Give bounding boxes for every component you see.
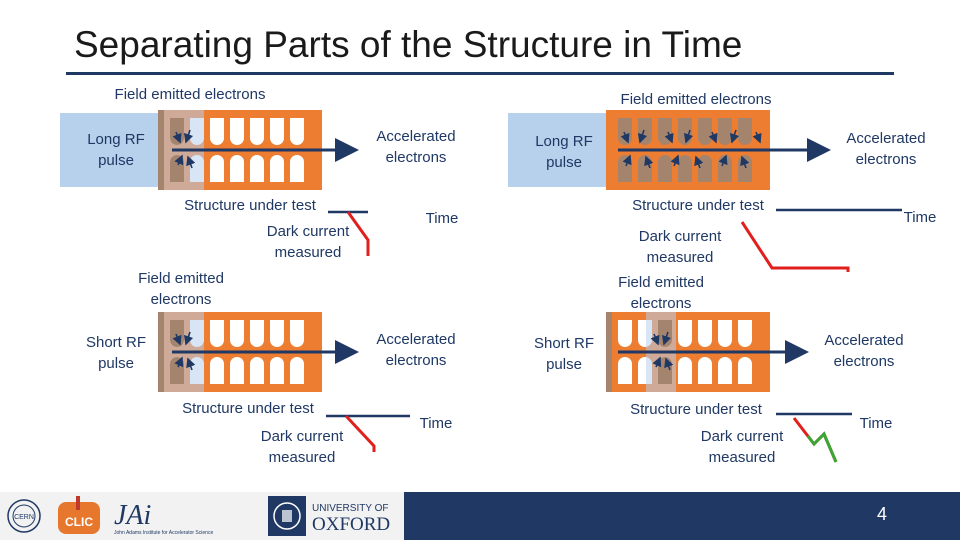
dark-current-trace bbox=[346, 211, 370, 256]
structure-under-test-label: Structure under test bbox=[630, 401, 762, 418]
clic-logo-text: CLIC bbox=[65, 515, 93, 529]
oxford-logo: UNIVERSITY OF OXFORD bbox=[268, 496, 390, 536]
accelerated-electrons-label: Accelerated electrons bbox=[376, 128, 456, 166]
dark-current-trace bbox=[792, 417, 838, 463]
cern-logo: CERN bbox=[7, 499, 41, 533]
cern-logo-text: CERN bbox=[14, 514, 34, 521]
clic-logo: CLIC bbox=[58, 496, 100, 534]
dark-current-trace bbox=[740, 221, 850, 272]
emission-arrows bbox=[172, 129, 196, 169]
rf-pulse-box bbox=[60, 113, 160, 187]
oxford-logo-line1: UNIVERSITY OF bbox=[312, 503, 389, 514]
dark-current-trace bbox=[344, 414, 376, 452]
jai-logo-subtext: John Adams Institute for Accelerator Sci… bbox=[114, 530, 213, 536]
rf-pulse-label: Long RF pulse bbox=[535, 133, 593, 171]
field-emitted-label: Field emitted electrons bbox=[114, 86, 266, 103]
dark-current-label: Dark current measured bbox=[266, 223, 350, 261]
dark-current-label: Dark current measured bbox=[700, 428, 784, 466]
oxford-logo-line2: OXFORD bbox=[312, 514, 390, 535]
structure-under-test-label: Structure under test bbox=[182, 400, 314, 417]
rf-pulse-box bbox=[508, 113, 608, 187]
time-label: Time bbox=[859, 415, 893, 432]
field-emitted-label: Field emitted electrons bbox=[138, 270, 224, 308]
page-title: Separating Parts of the Structure in Tim… bbox=[74, 24, 743, 65]
field-emitted-label: Field emitted electrons bbox=[620, 91, 772, 108]
dark-current-label: Dark current measured bbox=[260, 428, 344, 466]
emission-arrows bbox=[620, 129, 762, 169]
rf-pulse-label: Short RF pulse bbox=[533, 335, 594, 373]
page-number: 4 bbox=[876, 504, 887, 524]
footer-bar-dark bbox=[404, 492, 960, 540]
time-label: Time bbox=[903, 209, 937, 226]
jai-logo-text: JAi bbox=[114, 500, 151, 531]
time-label: Time bbox=[425, 210, 459, 227]
structure-under-test-label: Structure under test bbox=[184, 197, 316, 214]
accelerated-electrons-label: Accelerated electrons bbox=[846, 130, 926, 168]
gated-signal-trace bbox=[806, 431, 838, 463]
dark-current-label: Dark current measured bbox=[638, 228, 722, 266]
accelerated-electrons-label: Accelerated electrons bbox=[376, 331, 456, 369]
title-underline bbox=[66, 72, 894, 75]
jai-logo: JAi John Adams Institute for Accelerator… bbox=[114, 500, 213, 536]
rf-pulse-label: Short RF pulse bbox=[85, 334, 146, 372]
rf-pulse-label: Long RF pulse bbox=[87, 131, 145, 169]
field-emitted-label: Field emitted electrons bbox=[618, 274, 704, 312]
emission-arrows bbox=[172, 331, 196, 371]
time-label: Time bbox=[419, 415, 453, 432]
structure-under-test-label: Structure under test bbox=[632, 197, 764, 214]
emission-arrows bbox=[650, 331, 674, 371]
accelerated-electrons-label: Accelerated electrons bbox=[824, 332, 904, 370]
